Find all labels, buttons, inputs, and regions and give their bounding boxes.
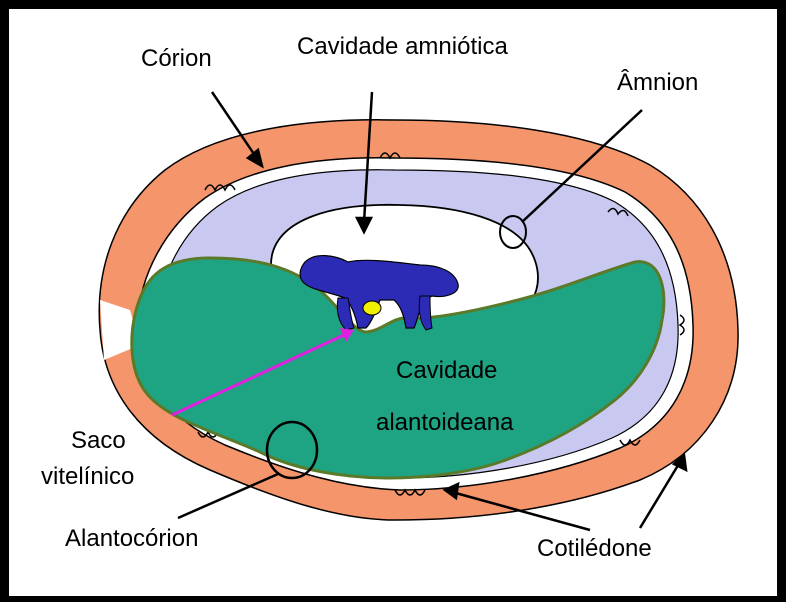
label-cavidade-amniotica: Cavidade amniótica — [297, 35, 508, 59]
alantocorion-arrow — [178, 474, 278, 518]
yolk-sac — [363, 301, 381, 315]
label-cotiledone: Cotilédone — [537, 537, 652, 561]
label-cavidade-alantoideana-1: Cavidade — [396, 359, 497, 383]
label-saco-vitelinico-1: Saco — [71, 429, 126, 453]
label-corion: Córion — [141, 47, 212, 71]
label-amnion: Âmnion — [617, 71, 698, 95]
label-cavidade-alantoideana-2: alantoideana — [376, 411, 513, 435]
label-saco-vitelinico-2: vitelínico — [41, 465, 134, 489]
label-alantocorion: Alantocórion — [65, 527, 198, 551]
